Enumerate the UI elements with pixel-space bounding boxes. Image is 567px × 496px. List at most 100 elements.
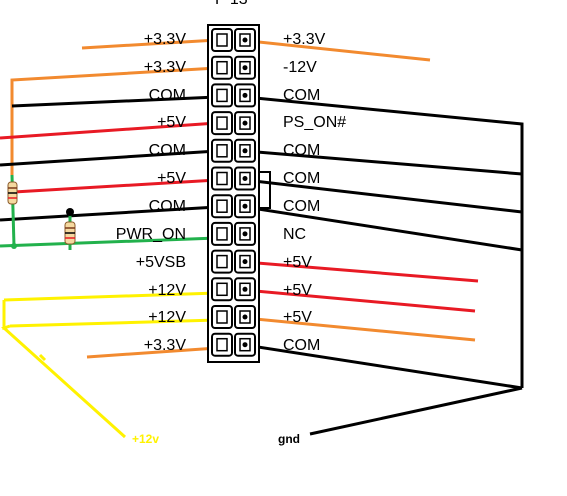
pin-terminal-dot	[242, 65, 248, 71]
wire-left-com-1	[11, 95, 218, 108]
pin-socket	[216, 310, 228, 324]
left-pin-label: +3.3V	[144, 337, 187, 354]
wire-right-5v-2	[244, 288, 476, 313]
pin-terminal-dot	[242, 286, 248, 292]
gnd-annotation: gnd	[278, 432, 300, 446]
pin-socket	[239, 337, 251, 352]
left-pin-label: +5VSB	[136, 254, 186, 271]
wire-left-5v-2	[13, 178, 218, 194]
pin-terminal-dot	[242, 148, 248, 154]
wire-right-com-4	[244, 205, 523, 252]
connector-pins	[211, 28, 256, 357]
pin-socket	[239, 33, 251, 47]
left-pin-label: +3.3V	[144, 59, 187, 76]
plus12v-annotation: +12v	[132, 432, 159, 446]
pin-terminal-dot	[242, 37, 248, 43]
pin-socket	[216, 116, 228, 130]
wire-left-com-2	[0, 149, 218, 167]
pin-socket	[239, 310, 251, 324]
pin-socket	[216, 337, 228, 352]
pin-terminal-dot	[242, 314, 248, 320]
wire-left-pwr-on	[0, 236, 218, 248]
pin-socket	[216, 33, 228, 47]
pin-socket	[239, 88, 251, 103]
right-pin-label: PS_ON#	[283, 114, 346, 131]
pin-terminal-dot	[242, 176, 248, 181]
right-pin-label: COM	[283, 87, 320, 104]
right-pin-label: COM	[283, 170, 320, 187]
wire-left-5v-1	[0, 121, 218, 140]
pin-cell-left	[211, 221, 233, 246]
pin-socket	[239, 144, 251, 158]
connector-title: P 13	[215, 0, 248, 8]
pin-terminal-dot	[242, 259, 248, 265]
left-pin-label: +5V	[157, 170, 186, 187]
right-pin-label: COM	[283, 142, 320, 159]
wire-left-12v-1	[3, 291, 218, 302]
left-wires	[0, 38, 218, 439]
pin-socket	[239, 282, 251, 297]
wire-right-com-2	[244, 149, 523, 176]
pin-socket	[239, 171, 251, 186]
pin-terminal-dot	[242, 342, 248, 348]
pin-terminal-dot	[242, 231, 248, 237]
pin-cell-left	[211, 249, 233, 274]
pin-socket	[216, 171, 228, 186]
pin-cell-left	[211, 332, 233, 357]
pin-cell-left	[211, 28, 233, 52]
pin-terminal-dot	[242, 92, 248, 98]
left-pin-label: COM	[149, 87, 186, 104]
pin-cell-left	[211, 277, 233, 302]
left-pin-label: +5V	[157, 114, 186, 131]
wire-right-5v-3	[244, 316, 476, 342]
pin-cell-left	[211, 138, 233, 163]
pin-socket	[239, 60, 251, 75]
pin-socket	[216, 282, 228, 297]
pin-socket	[216, 144, 228, 158]
right-pin-labels: +3.3V -12V COM PS_ON# COM COM COM NC +5V…	[283, 31, 346, 354]
left-pin-label: COM	[149, 142, 186, 159]
left-pin-label: COM	[149, 198, 186, 215]
pin-socket	[216, 60, 228, 75]
wire-end-dot	[66, 208, 74, 216]
right-pin-label: +5V	[283, 309, 312, 326]
left-pin-label: PWR_ON	[116, 226, 186, 243]
right-pin-label: +5V	[283, 282, 312, 299]
pin-socket	[239, 227, 251, 241]
wire-yellow-bundle	[1, 300, 127, 439]
pin-cell-left	[211, 305, 233, 329]
pin-cell-left	[211, 166, 233, 191]
right-pin-label: +3.3V	[283, 31, 326, 48]
wire-left-3v3-2	[10, 66, 218, 175]
left-pin-label: +12V	[148, 282, 186, 299]
right-wires	[239, 38, 524, 436]
left-pin-label: +3.3V	[144, 31, 187, 48]
pin-cell-left	[211, 55, 233, 80]
pin-socket	[239, 254, 251, 269]
wire-right-5v-1	[244, 260, 479, 283]
pin-socket	[216, 254, 228, 269]
right-pin-label: NC	[283, 226, 306, 243]
pin-socket	[239, 116, 251, 130]
right-pin-label: +5V	[283, 254, 312, 271]
atx-connector: P 13	[207, 0, 260, 363]
wire-terminals	[242, 37, 248, 348]
wire-yellow-branch	[38, 353, 47, 362]
pin-socket	[216, 88, 228, 103]
pin-socket	[216, 227, 228, 241]
wire-gnd	[309, 386, 523, 436]
green-end-left	[11, 243, 17, 249]
pin-cell-left	[211, 83, 233, 108]
right-pin-label: -12V	[283, 59, 317, 76]
wire-right-com-5	[244, 343, 523, 390]
wire-right-com-1	[244, 95, 524, 388]
pin-socket	[216, 199, 228, 213]
pin-cell-left	[211, 194, 233, 219]
wire-left-3v3-3	[86, 346, 218, 359]
left-pin-label: +12V	[148, 309, 186, 326]
left-pin-labels: +3.3V +3.3V COM +5V COM +5V COM PWR_ON +…	[116, 31, 187, 354]
resistors	[7, 181, 76, 249]
right-pin-label: COM	[283, 337, 320, 354]
pin-cell-left	[211, 111, 233, 136]
